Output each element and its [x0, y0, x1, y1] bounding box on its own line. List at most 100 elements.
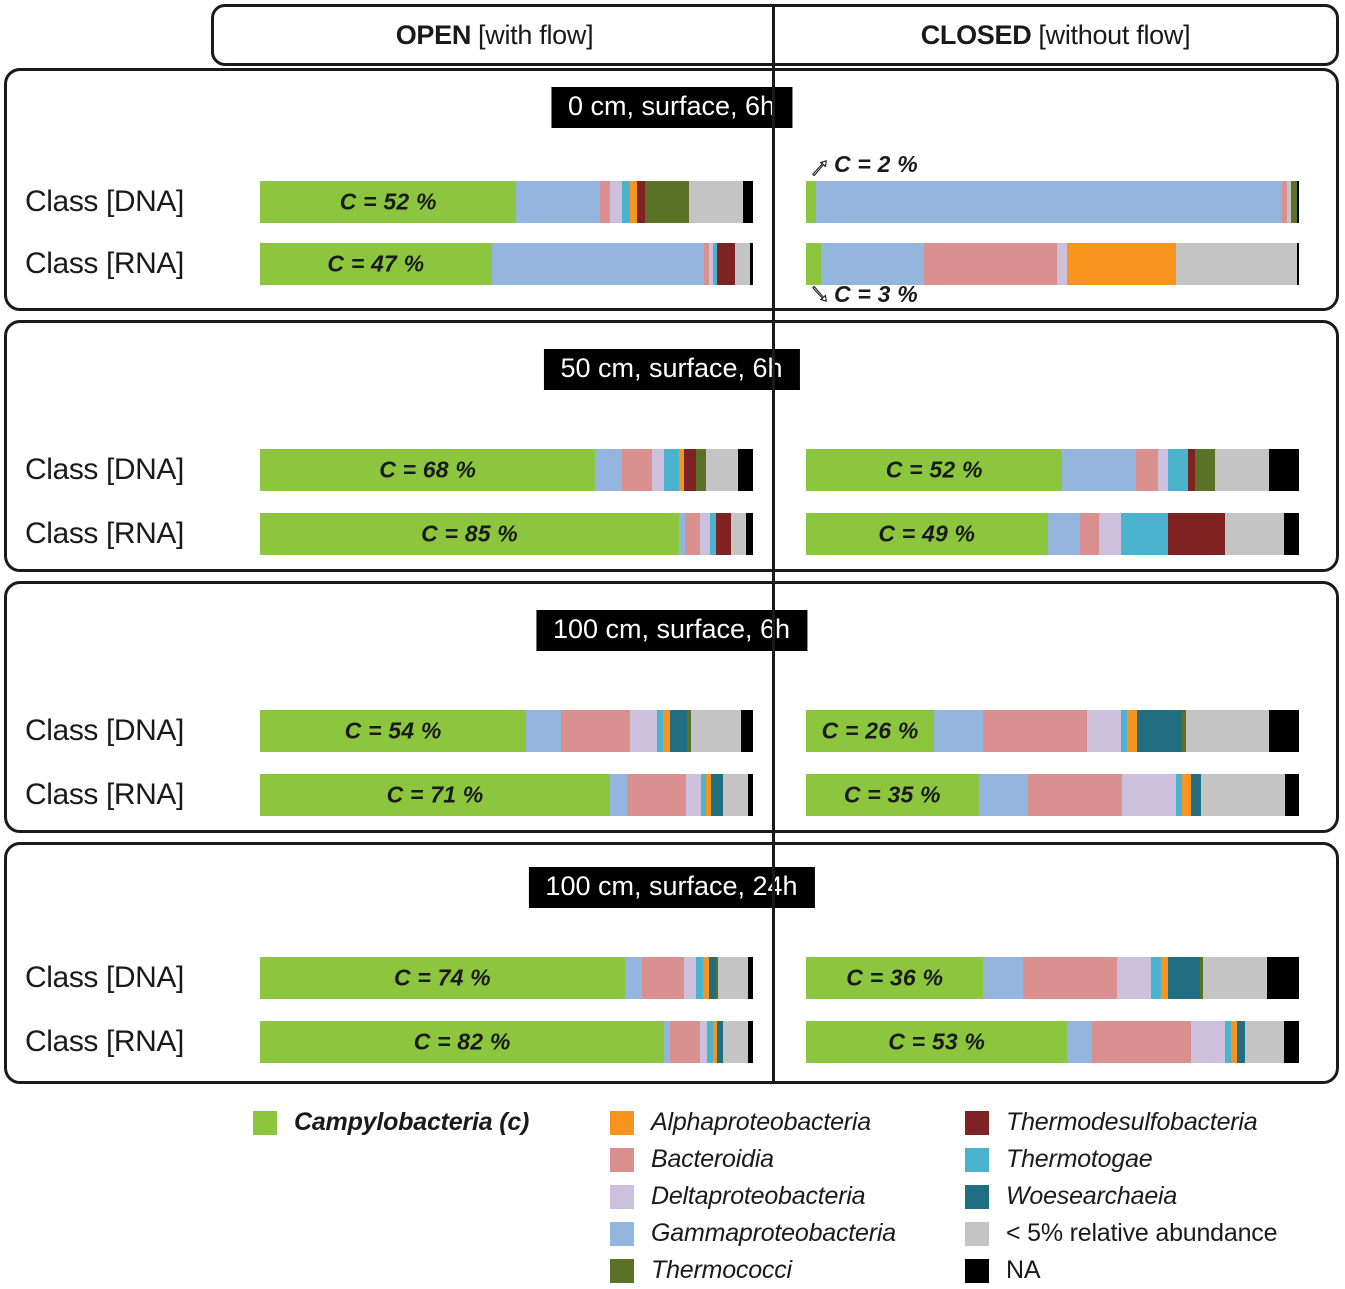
bar-segment-campylobacteria: C = 85 % — [260, 513, 680, 555]
bar-segment-bacteroidia — [560, 710, 630, 752]
legend-swatch-woesearchaeia — [965, 1184, 989, 1209]
campylobacteria-percent-label: C = 54 % — [344, 717, 442, 744]
bar-segment-alphaproteobacteria — [679, 449, 684, 491]
bar-segment-bacteroidia — [924, 243, 1058, 285]
group-header-closed-light: [without flow] — [1038, 19, 1191, 50]
legend-swatch-campylobacteria — [253, 1110, 277, 1135]
callout-arrow-icon — [811, 285, 829, 303]
group-header: OPEN [with flow] CLOSED [without flow] — [211, 4, 1339, 66]
bar-segment-campylobacteria: C = 36 % — [806, 957, 984, 999]
legend-label: Thermotogae — [1006, 1145, 1153, 1173]
bar-segment-deltaproteobacteria — [1190, 1021, 1226, 1063]
legend-item: Alphaproteobacteria — [610, 1104, 896, 1141]
group-header-open-strong: OPEN — [395, 19, 472, 50]
group-header-closed: CLOSED [without flow] — [775, 7, 1336, 63]
chart-row: Class [DNA]C = 74 %C = 36 % — [7, 957, 1336, 999]
campylobacteria-percent-callout: C = 3 % — [834, 281, 918, 307]
bar-segment-alphaproteobacteria — [713, 1021, 717, 1063]
bar-segment-gammaproteobacteria — [624, 957, 643, 999]
bar-segment-low-abundance — [718, 957, 748, 999]
bar-segment-thermotogae — [1121, 710, 1128, 752]
bar-segment-alphaproteobacteria — [702, 957, 709, 999]
legend-column-0: Campylobacteria (c) — [253, 1104, 529, 1141]
legend-item: Bacteroidia — [610, 1141, 896, 1178]
campylobacteria-percent-label: C = 35 % — [843, 781, 941, 808]
bar-segment-thermococci — [1181, 710, 1186, 752]
stacked-bar-open: C = 68 % — [260, 449, 753, 491]
bar-segment-thermodesulfobacteria — [637, 181, 645, 223]
bar-segment-gammaproteobacteria — [820, 243, 925, 285]
bar-segment-bacteroidia — [627, 774, 687, 816]
bar-segment-thermotogae — [664, 449, 680, 491]
bar-segment-woesearchaeia — [716, 1021, 724, 1063]
legend-label: Alphaproteobacteria — [651, 1108, 871, 1136]
bar-segment-gammaproteobacteria — [516, 181, 601, 223]
campylobacteria-percent-label: C = 71 % — [386, 781, 484, 808]
bar-segment-na — [1269, 449, 1299, 491]
bar-segment-campylobacteria: C = 47 % — [260, 243, 492, 285]
legend-label: Deltaproteobacteria — [651, 1182, 866, 1210]
bar-segment-deltaproteobacteria — [699, 513, 710, 555]
bar-segment-gammaproteobacteria — [1047, 513, 1080, 555]
bar-segment-deltaproteobacteria — [1116, 957, 1152, 999]
stacked-bar-closed: C = 53 % — [806, 1021, 1299, 1063]
bar-segment-campylobacteria: C = 74 % — [260, 957, 625, 999]
bar-segment-alphaproteobacteria — [1181, 774, 1192, 816]
legend-item: Deltaproteobacteria — [610, 1178, 896, 1215]
legend-item: Thermotogae — [965, 1141, 1277, 1178]
bar-segment-alphaproteobacteria — [1067, 243, 1176, 285]
bar-segment-bacteroidia — [1022, 957, 1117, 999]
chart-row: Class [RNA]C = 47 %C = 3 % — [7, 243, 1336, 307]
bar-segment-thermodesulfobacteria — [716, 513, 731, 555]
bar-segment-woesearchaeia — [1168, 957, 1201, 999]
campylobacteria-percent-label: C = 68 % — [379, 456, 477, 483]
stacked-bar-closed: C = 52 % — [806, 449, 1299, 491]
bar-segment-gammaproteobacteria — [491, 243, 704, 285]
legend-swatch-thermodesulfobacteria — [965, 1110, 989, 1135]
stacked-bar-open: C = 85 % — [260, 513, 753, 555]
bar-segment-alphaproteobacteria — [629, 181, 638, 223]
bar-segment-thermococci — [1195, 449, 1216, 491]
bar-segment-campylobacteria: C = 71 % — [260, 774, 611, 816]
bar-segment-gammaproteobacteria — [595, 449, 623, 491]
legend-swatch-low-abundance — [965, 1221, 989, 1246]
bar-segment-low-abundance — [691, 710, 741, 752]
stacked-bar-open: C = 74 % — [260, 957, 753, 999]
bar-segment-gammaproteobacteria — [610, 774, 628, 816]
bar-segment-low-abundance — [1201, 774, 1286, 816]
legend-swatch-thermotogae — [965, 1147, 989, 1172]
bar-segment-low-abundance — [1175, 243, 1297, 285]
bar-segment-thermococci — [1200, 957, 1203, 999]
bar-segment-gammaproteobacteria — [1062, 449, 1137, 491]
campylobacteria-percent-label: C = 36 % — [846, 964, 944, 991]
campylobacteria-percent-callout: C = 2 % — [834, 151, 918, 177]
bar-segment-bacteroidia — [983, 710, 1087, 752]
legend-label: < 5% relative abundance — [1006, 1219, 1278, 1247]
stacked-bar-open: C = 82 % — [260, 1021, 753, 1063]
stacked-bar-closed: C = 49 % — [806, 513, 1299, 555]
stacked-bar-open: C = 52 % — [260, 181, 753, 223]
bar-segment-na — [1296, 243, 1299, 285]
bar-segment-thermotogae — [1168, 449, 1189, 491]
chart-row: Class [RNA]C = 85 %C = 49 % — [7, 513, 1336, 555]
bar-segment-gammaproteobacteria — [934, 710, 984, 752]
bar-segment-low-abundance — [1215, 449, 1270, 491]
bar-segment-low-abundance — [734, 243, 750, 285]
bar-segment-low-abundance — [1225, 513, 1285, 555]
bar-segment-deltaproteobacteria — [1099, 513, 1122, 555]
bar-segment-thermotogae — [1121, 513, 1169, 555]
bar-segment-campylobacteria: C = 52 % — [806, 449, 1063, 491]
stacked-bar-closed — [806, 243, 1299, 285]
bar-segment-na — [748, 1021, 753, 1063]
row-label: Class [DNA] — [25, 714, 184, 747]
bar-segment-thermodesulfobacteria — [717, 243, 735, 285]
bar-segment-thermotogae — [656, 710, 663, 752]
bar-segment-low-abundance — [723, 774, 748, 816]
bar-segment-gammaproteobacteria — [526, 710, 561, 752]
row-label: Class [DNA] — [25, 185, 184, 218]
bar-segment-thermotogae — [622, 181, 630, 223]
legend-swatch-deltaproteobacteria — [610, 1184, 634, 1209]
bar-segment-campylobacteria: C = 68 % — [260, 449, 596, 491]
